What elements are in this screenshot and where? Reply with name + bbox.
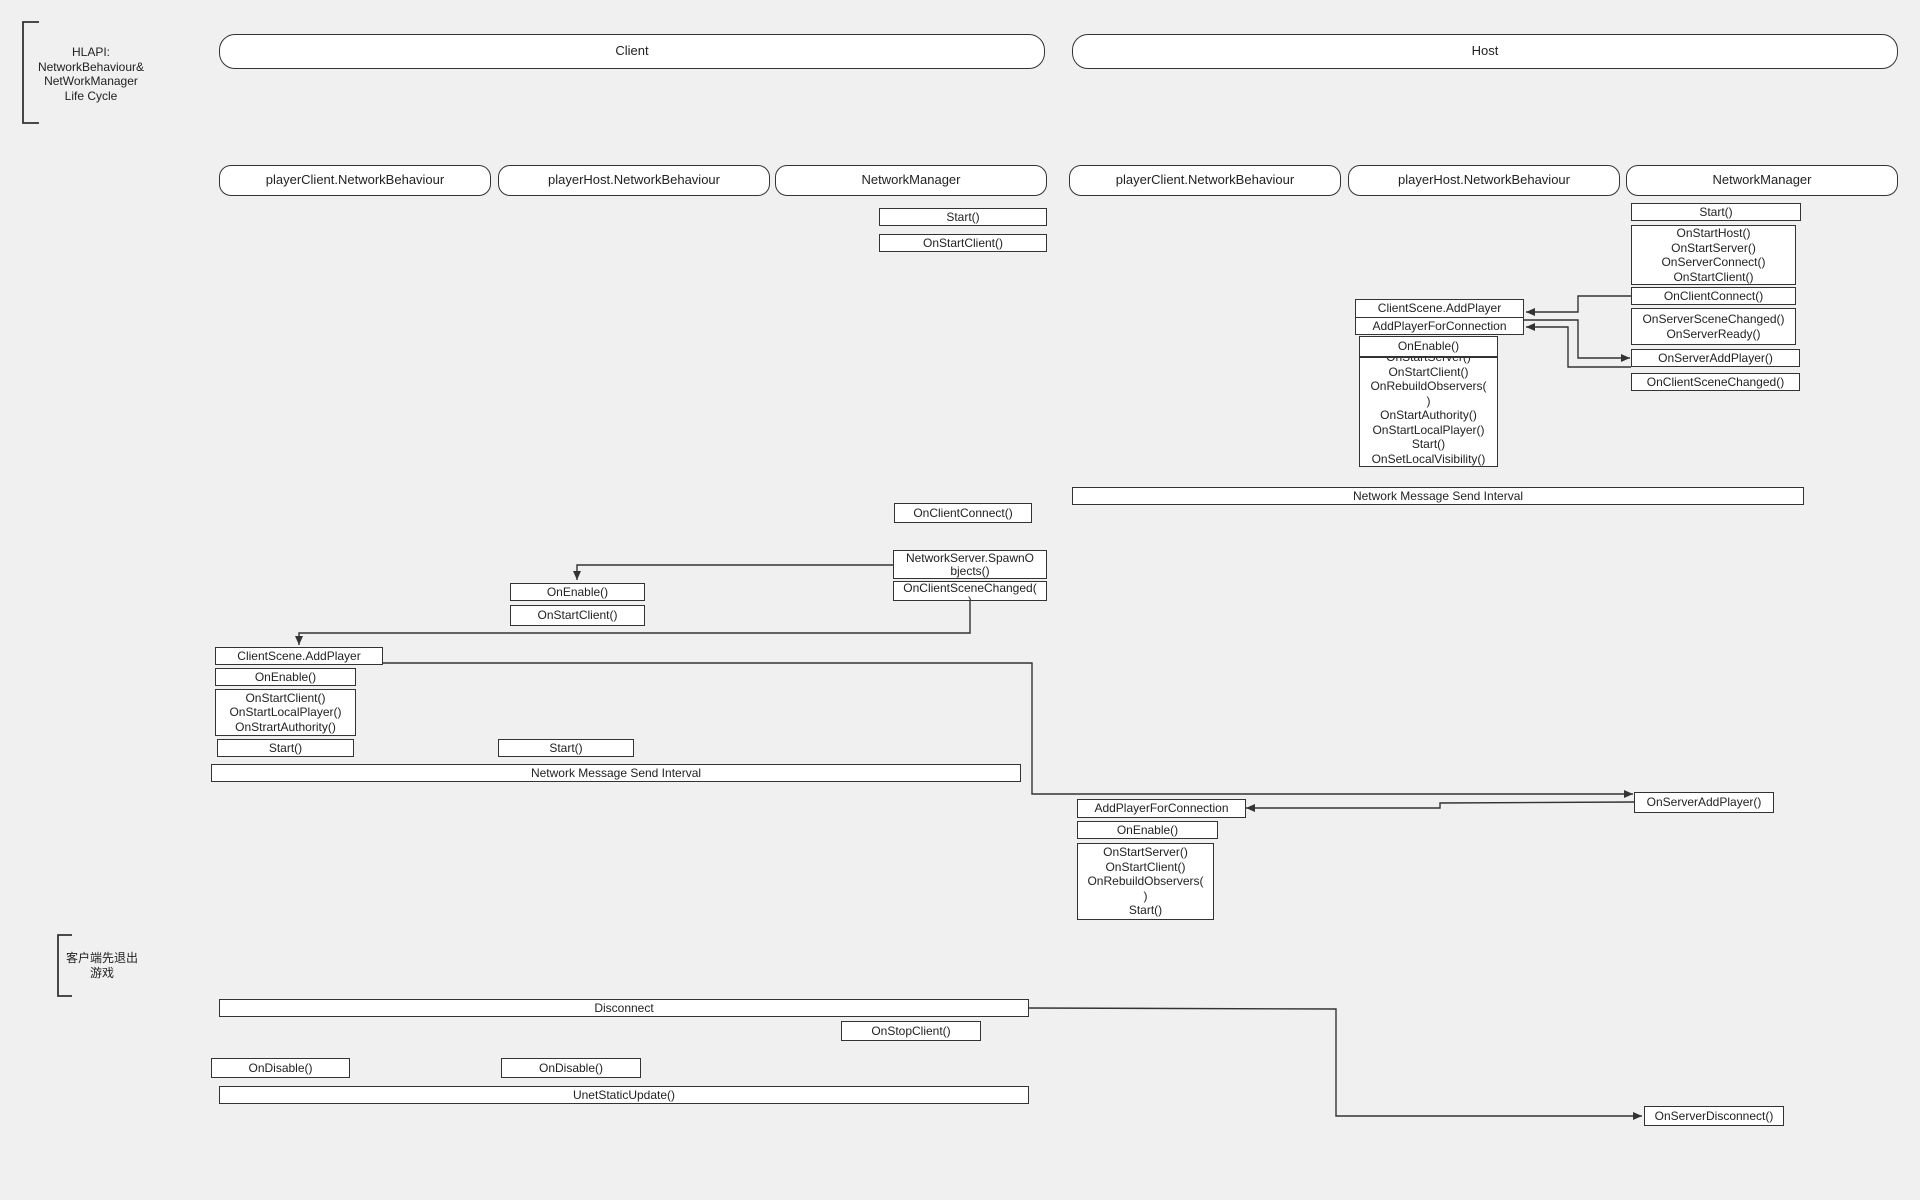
host-nm-scene-group: OnServerSceneChanged() OnServerReady(): [1631, 308, 1796, 345]
host-ph-start-group: OnStartServer() OnStartClient() OnRebuil…: [1359, 357, 1498, 467]
arrow-host-serveraddplayer-to-pc-addplayerforconnection: [1246, 801, 1635, 812]
host-pc-start-group: OnStartServer() OnStartClient() OnRebuil…: [1077, 843, 1214, 920]
client-nm-on-client-connect: OnClientConnect(): [894, 503, 1032, 523]
column-client-network-manager: NetworkManager: [775, 165, 1047, 196]
column-host-player-host: playerHost.NetworkBehaviour: [1348, 165, 1620, 196]
column-host-player-client: playerClient.NetworkBehaviour: [1069, 165, 1341, 196]
client-ph-on-enable: OnEnable(): [510, 583, 645, 601]
client-ph-on-start-client: OnStartClient(): [510, 605, 645, 626]
client-ph-start: Start(): [498, 739, 634, 757]
arrow-client-spawnobjects-to-onenable: [573, 564, 893, 580]
column-host-network-manager: NetworkManager: [1626, 165, 1898, 196]
host-nm-on-server-add-player: OnServerAddPlayer(): [1631, 349, 1800, 367]
client-pc-start-group: OnStartClient() OnStartLocalPlayer() OnS…: [215, 689, 356, 736]
lane-host: Host: [1072, 34, 1898, 69]
client-pc-start: Start(): [217, 739, 354, 757]
host-ph-add-player-for-connection: AddPlayerForConnection: [1355, 317, 1524, 335]
client-exit-note: 客户端先退出 游戏: [65, 951, 138, 980]
client-ph-on-disable: OnDisable(): [501, 1058, 641, 1078]
client-send-interval: Network Message Send Interval: [211, 764, 1021, 782]
host-ph-on-enable: OnEnable(): [1359, 336, 1498, 357]
arrow-host-serveraddplayer-to-addplayerforconnection: [1526, 323, 1631, 368]
arrow-disconnect-to-serverdisconnect: [1027, 1007, 1642, 1120]
host-nm-start: Start(): [1631, 203, 1801, 221]
client-nm-on-start-client: OnStartClient(): [879, 234, 1047, 252]
host-nm-on-server-disconnect: OnServerDisconnect(): [1644, 1106, 1784, 1126]
title-bracket: [22, 21, 39, 124]
arrow-host-clientconnect-to-addplayer: [1526, 295, 1631, 316]
arrow-client-addplayer-to-host-serveraddplayer: [383, 662, 1633, 798]
client-disconnect: Disconnect: [219, 999, 1029, 1017]
host-nm-on-client-scene-changed: OnClientSceneChanged(): [1631, 373, 1800, 391]
host-pc-add-player-for-connection: AddPlayerForConnection: [1077, 799, 1246, 818]
arrow-host-addplayerforconnection-to-serveraddplayer: [1524, 319, 1630, 362]
note-bracket: [57, 934, 72, 997]
host-ph-client-scene-add-player: ClientScene.AddPlayer: [1355, 299, 1524, 318]
client-nm-on-stop-client: OnStopClient(): [841, 1021, 981, 1041]
client-pc-client-scene-add-player: ClientScene.AddPlayer: [215, 647, 383, 665]
host-pc-on-enable: OnEnable(): [1077, 821, 1218, 839]
client-nm-start: Start(): [879, 208, 1047, 226]
host-nm-on-client-connect: OnClientConnect(): [1631, 287, 1796, 305]
client-nm-on-client-scene-changed: OnClientSceneChanged( ): [893, 581, 1047, 601]
host-nm-on-server-add-player-2: OnServerAddPlayer(): [1634, 792, 1774, 813]
column-client-player-client: playerClient.NetworkBehaviour: [219, 165, 491, 196]
column-client-player-host: playerHost.NetworkBehaviour: [498, 165, 770, 196]
client-unet-static-update: UnetStaticUpdate(): [219, 1086, 1029, 1104]
lane-client: Client: [219, 34, 1045, 69]
client-nm-spawn-objects: NetworkServer.SpawnO bjects(): [893, 550, 1047, 579]
diagram-title: HLAPI: NetworkBehaviour& NetWorkManager …: [37, 45, 145, 103]
client-pc-on-disable: OnDisable(): [211, 1058, 350, 1078]
client-pc-on-enable: OnEnable(): [215, 668, 356, 686]
host-send-interval: Network Message Send Interval: [1072, 487, 1804, 505]
arrow-client-scenechanged-to-addplayer: [295, 599, 971, 645]
host-nm-start-group: OnStartHost() OnStartServer() OnServerCo…: [1631, 225, 1796, 285]
